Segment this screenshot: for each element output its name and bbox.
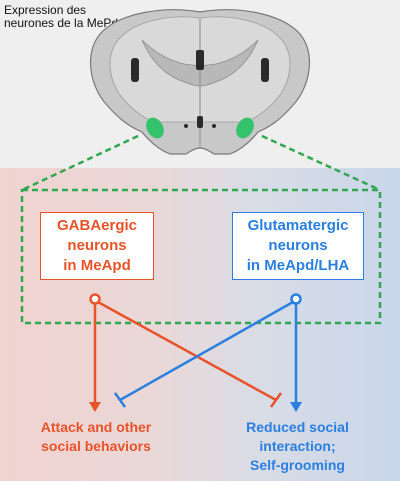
gabaergic-neurons-box: GABAergic neurons in MeApd	[40, 212, 154, 280]
social-line-3: Self-grooming	[250, 457, 345, 473]
right-mepd-highlight	[236, 117, 254, 139]
glut-pathways	[113, 293, 302, 412]
glutamatergic-neurons-box: Glutamatergic neurons in MeApd/LHA	[232, 212, 364, 280]
left-mepd-highlight	[146, 117, 164, 139]
glut-excite-arrowhead	[290, 402, 302, 412]
right-ventricle	[261, 58, 269, 82]
gaba-excite-arrowhead	[89, 402, 101, 412]
gaba-to-social-line	[97, 300, 277, 402]
callout-right-line	[261, 134, 381, 192]
glut-line-2: neurons	[268, 237, 328, 254]
figure-title: Expression des neurones de la MePd	[4, 3, 119, 30]
attack-behavior-label: Attack and other social behaviors	[8, 418, 184, 456]
gaba-pathways	[89, 293, 283, 412]
gaba-line-2: neurons	[67, 237, 127, 254]
callout-lines	[20, 134, 382, 325]
third-ventricle-lower	[197, 116, 203, 128]
callout-box	[20, 188, 382, 325]
gaba-inhibit-bar	[269, 392, 283, 408]
attack-line-1: Attack and other	[40, 419, 152, 435]
glut-to-attack-line	[119, 300, 294, 402]
reduced-social-label: Reduced social interaction; Self-groomin…	[205, 418, 390, 475]
glut-line-3: in MeApd/LHA	[246, 257, 350, 274]
brain-section-illustration	[89, 9, 311, 155]
social-line-1: Reduced social	[246, 419, 349, 435]
gaba-line-1: GABAergic	[56, 217, 138, 234]
glut-line-1: Glutamatergic	[247, 217, 349, 234]
left-ventricle	[131, 58, 139, 82]
gaba-line-3: in MeApd	[63, 257, 131, 274]
glut-inhibit-bar	[113, 392, 127, 408]
third-ventricle-upper	[196, 50, 204, 70]
left-tract-dot	[184, 124, 188, 128]
attack-line-2: social behaviors	[41, 438, 151, 454]
corpus-callosum	[141, 39, 259, 87]
social-line-2: interaction;	[259, 438, 336, 454]
callout-left-line	[21, 134, 139, 192]
right-tract-dot	[212, 124, 216, 128]
